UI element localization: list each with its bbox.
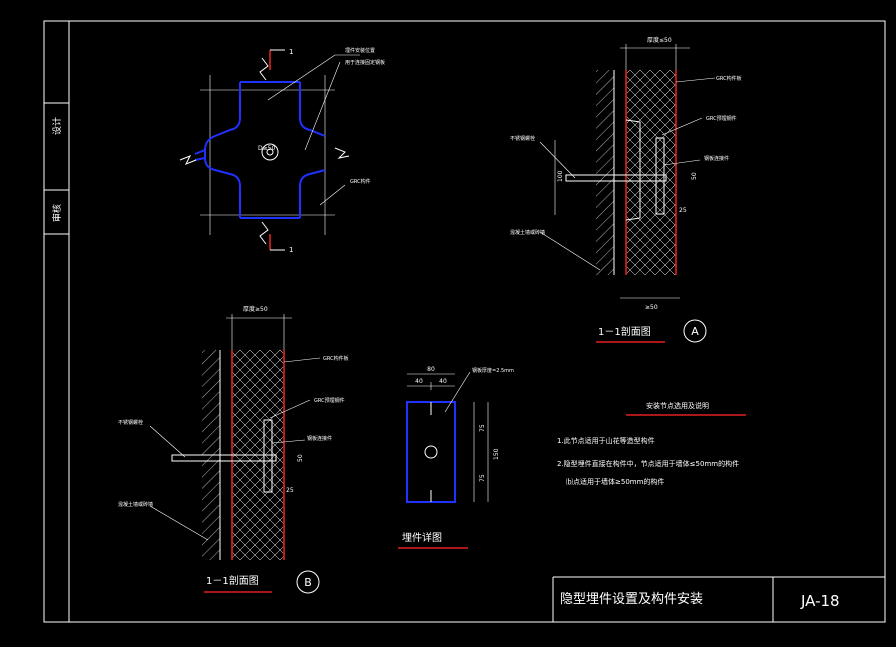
section-b-plate [263,419,273,493]
section-a-dim-100: 100 [557,170,564,182]
section-a-bottom-dim: ≥50 [645,304,658,311]
plan-callout-line1: 埋件安装位置 [345,47,375,54]
section-a-grc-anchor: GRC预埋钢件 [706,115,737,122]
drawing-number: JA-18 [800,592,840,610]
side-label-check: 审核 [51,204,63,222]
section-a-marker [683,319,707,343]
section-b-dim-50: 50 [297,454,304,462]
section-a-dim-50: 50 [691,172,698,180]
section-a-bolt-label: 不锈钢螺栓 [510,135,535,142]
section-mark-bottom: 1 [289,246,293,254]
embed-dim-height: 150 [493,448,500,460]
section-b-wall: 混凝土墙或砖墙 [118,501,153,508]
plan-callout-line2: 用于连接固定钢板 [345,59,385,66]
plan-hole [261,143,279,161]
section-b-connector: 钢板连接件 [307,435,332,442]
section-a-connector: 钢板连接件 [704,155,729,162]
section-a-bolt [565,174,667,182]
notes-title: 安装节点选用及说明 [646,401,709,410]
section-b: 厚度≥50 50 25 GRC构件板 GRC预埋钢件 钢板连接件 不锈钢螺栓 混… [118,305,349,594]
title-block: 隐型埋件设置及构件安装 JA-18 [552,576,885,622]
section-a: 厚度≤50 ≥50 100 50 25 GRC构件板 GRC预埋钢件 钢板连接件… [510,36,742,343]
section-a-top-dim: 厚度≤50 [647,36,672,44]
section-b-top-dim: 厚度≥50 [243,305,268,313]
side-label-design: 设计 [51,117,63,135]
section-b-marker-label: B [304,576,312,589]
section-b-marker [296,570,320,594]
embed-title: 埋件详图 [402,531,442,544]
section-b-title: 1－1剖面图 [206,574,259,587]
section-a-marker-label: A [691,325,699,338]
section-a-wall: 混凝土墙或砖墙 [510,229,545,236]
section-a-dim-25: 25 [679,207,687,214]
plan-grc-label: GRC构件 [350,178,371,185]
notes-line3: ⒝点适用于墙体≥50mm的构件 [566,477,664,486]
plan-view: 1 1 埋件安装位置 用于连接固定钢板 D≥50 GRC构件 [179,47,385,254]
plan-diameter-label: D≥50 [258,145,275,152]
section-b-bolt [171,454,277,462]
section-mark-top: 1 [289,48,293,56]
embed-dim-total: 80 [427,366,435,373]
section-b-grc-member: GRC构件板 [323,355,349,362]
section-b-bolt-label: 不锈钢螺栓 [118,419,143,426]
embed-detail: 80 40 40 钢板厚度=2.5mm 75 75 150 埋件详图 [398,366,514,549]
notes-line2: 2.隐型埋件直接在构件中，节点适用于墙体≤50mm的构件 [557,459,739,468]
notes-block: 安装节点选用及说明 1.此节点适用于山花等造型构件 2.隐型埋件直接在构件中，节… [557,401,746,486]
embed-dim-right: 40 [439,378,447,385]
section-a-plate [655,137,665,215]
section-a-grc-member: GRC构件板 [716,75,742,82]
embed-thickness: 钢板厚度=2.5mm [472,367,514,374]
embed-dim-lower: 75 [479,474,486,482]
embed-dim-left: 40 [415,378,423,385]
section-b-grc-anchor: GRC预埋钢件 [314,397,345,404]
drawing-title: 隐型埋件设置及构件安装 [560,592,703,607]
section-b-dim-25: 25 [286,487,294,494]
embed-hole [424,445,438,459]
inner-border [68,20,886,623]
embed-dim-upper: 75 [479,424,486,432]
notes-line1: 1.此节点适用于山花等造型构件 [557,436,655,445]
section-a-title: 1－1剖面图 [598,325,651,338]
